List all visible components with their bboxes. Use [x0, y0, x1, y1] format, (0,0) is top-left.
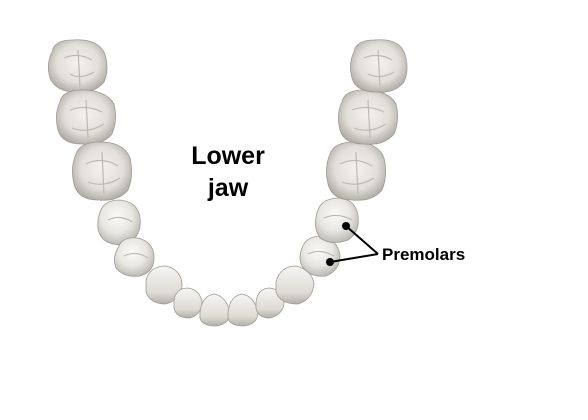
callout-dot-lower — [326, 258, 334, 266]
left-second-molar — [56, 89, 116, 145]
left-second-premolar — [97, 199, 141, 245]
callout-line-upper — [345, 225, 379, 255]
teeth-arch — [48, 39, 408, 327]
left-third-molar — [48, 39, 108, 93]
left-canine — [145, 265, 183, 305]
left-first-premolar — [114, 237, 155, 277]
diagram-title-line2: jaw — [207, 174, 249, 202]
right-third-molar — [350, 39, 408, 93]
callout-dot-upper — [342, 222, 350, 230]
right-second-premolar — [315, 197, 359, 243]
callout-line-lower — [329, 253, 379, 263]
right-central-incisor — [227, 293, 259, 327]
left-lateral-incisor — [173, 287, 203, 319]
right-canine — [275, 265, 315, 305]
premolars-label: Premolars — [382, 245, 465, 264]
right-first-molar — [326, 141, 386, 201]
diagram-title-line1: Lower — [191, 142, 265, 170]
left-central-incisor — [199, 293, 231, 327]
right-second-molar — [338, 89, 398, 145]
premolars-callout: Premolars — [326, 222, 465, 266]
left-first-molar — [72, 141, 132, 201]
right-lateral-incisor — [255, 287, 285, 319]
